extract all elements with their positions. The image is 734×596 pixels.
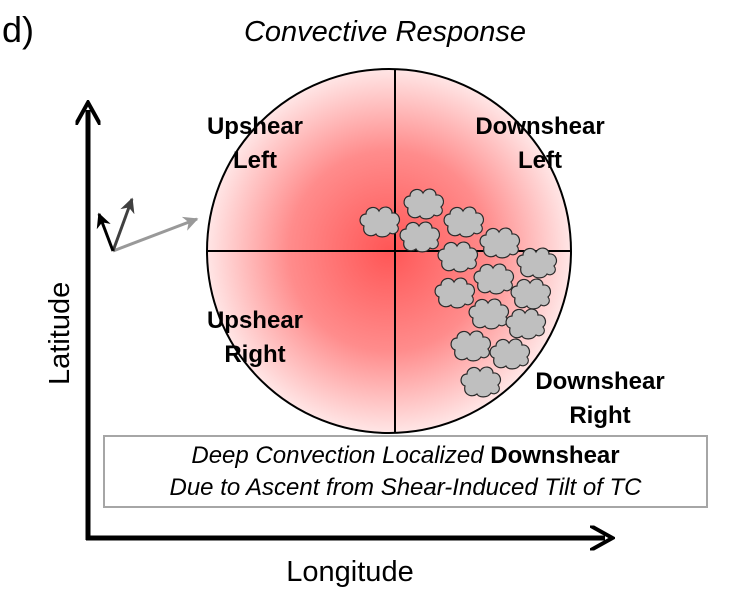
caption-line-1-bold: Downshear: [490, 442, 620, 469]
shear-vector-arrows: [96, 197, 199, 253]
caption-line-2: Due to Ascent from Shear-Induced Tilt of…: [169, 474, 642, 501]
quadrant-label-line: Right: [224, 341, 286, 368]
quadrant-label-line: Upshear: [206, 307, 304, 334]
black-shear-arrow: [96, 212, 115, 252]
quadrant-label-line: Downshear: [535, 368, 665, 395]
quadrant-downshear-right: Downshear Right: [505, 365, 695, 433]
x-axis-label: Longitude: [286, 556, 414, 588]
quadrant-label-line: Left: [518, 147, 562, 174]
gray-shear-arrow: [112, 216, 199, 253]
caption-box: Deep Convection Localized Downshear Due …: [103, 435, 708, 508]
quadrant-label-line: Right: [569, 402, 631, 429]
quadrant-label-line: Left: [233, 147, 277, 174]
quadrant-downshear-left: Downshear Left: [445, 110, 635, 178]
diagram-title: Convective Response: [243, 16, 527, 48]
quadrant-upshear-left: Upshear Left: [175, 110, 335, 178]
y-axis-label: Latitude: [44, 281, 76, 385]
caption-line-1: Deep Convection Localized Downshear: [105, 440, 706, 472]
dark-shear-arrow: [111, 197, 135, 252]
quadrant-label-line: Downshear: [475, 113, 605, 140]
quadrant-upshear-right: Upshear Right: [175, 304, 335, 372]
panel-label: d): [2, 9, 35, 50]
caption-line-1-prefix: Deep Convection Localized: [191, 442, 491, 469]
quadrant-label-line: Upshear: [206, 113, 304, 140]
